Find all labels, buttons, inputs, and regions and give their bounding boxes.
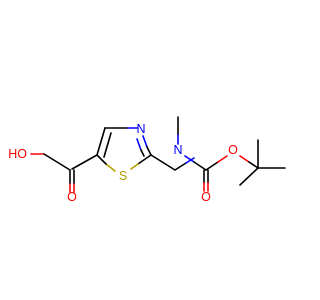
bond-o-tbutyl xyxy=(239,155,250,163)
hydroxyl-label: HO xyxy=(8,147,27,161)
bond-c2-s1 xyxy=(137,154,152,165)
amine-nitrogen-label: N xyxy=(173,143,182,157)
bond-c-o-ester xyxy=(217,155,228,163)
acid-carbonyl-oxygen-label: O xyxy=(67,190,77,204)
atom-labels: HO O S N N O O xyxy=(8,122,238,204)
bond-o-tbutyl xyxy=(248,161,259,169)
bond-c5-c4-double xyxy=(103,132,112,158)
bond-n3-c2-double xyxy=(140,149,145,157)
bond-n-c-carbamate xyxy=(193,161,207,171)
bond-c2-ch2 xyxy=(150,154,176,171)
bond-oh-c xyxy=(43,153,71,171)
bond-acid-ring xyxy=(71,154,98,170)
bonds xyxy=(30,116,286,193)
bond-ch2-n xyxy=(185,157,195,164)
bond-c2-s1 xyxy=(130,163,139,170)
bond-ch2-n xyxy=(174,162,187,171)
bond-s1-c5 xyxy=(105,163,116,172)
carbamate-carbonyl-oxygen-label: O xyxy=(201,190,211,204)
bond-n3-c2-double xyxy=(142,135,148,148)
bond-s1-c5 xyxy=(96,154,107,165)
bond-c5-c4 xyxy=(96,127,106,156)
bond-n3-c2-double xyxy=(146,146,152,156)
ring-nitrogen-label: N xyxy=(136,122,145,136)
molecule-structure: HO O S N N O O xyxy=(8,116,286,204)
bond-c-o-ester xyxy=(205,161,219,171)
ring-sulfur-label: S xyxy=(119,169,127,183)
bond-n3-c2-double xyxy=(136,138,142,151)
bond-n-c-carbamate xyxy=(184,155,195,163)
bond-tbutyl-methyl-down xyxy=(239,167,259,186)
ester-oxygen-label: O xyxy=(228,143,238,157)
